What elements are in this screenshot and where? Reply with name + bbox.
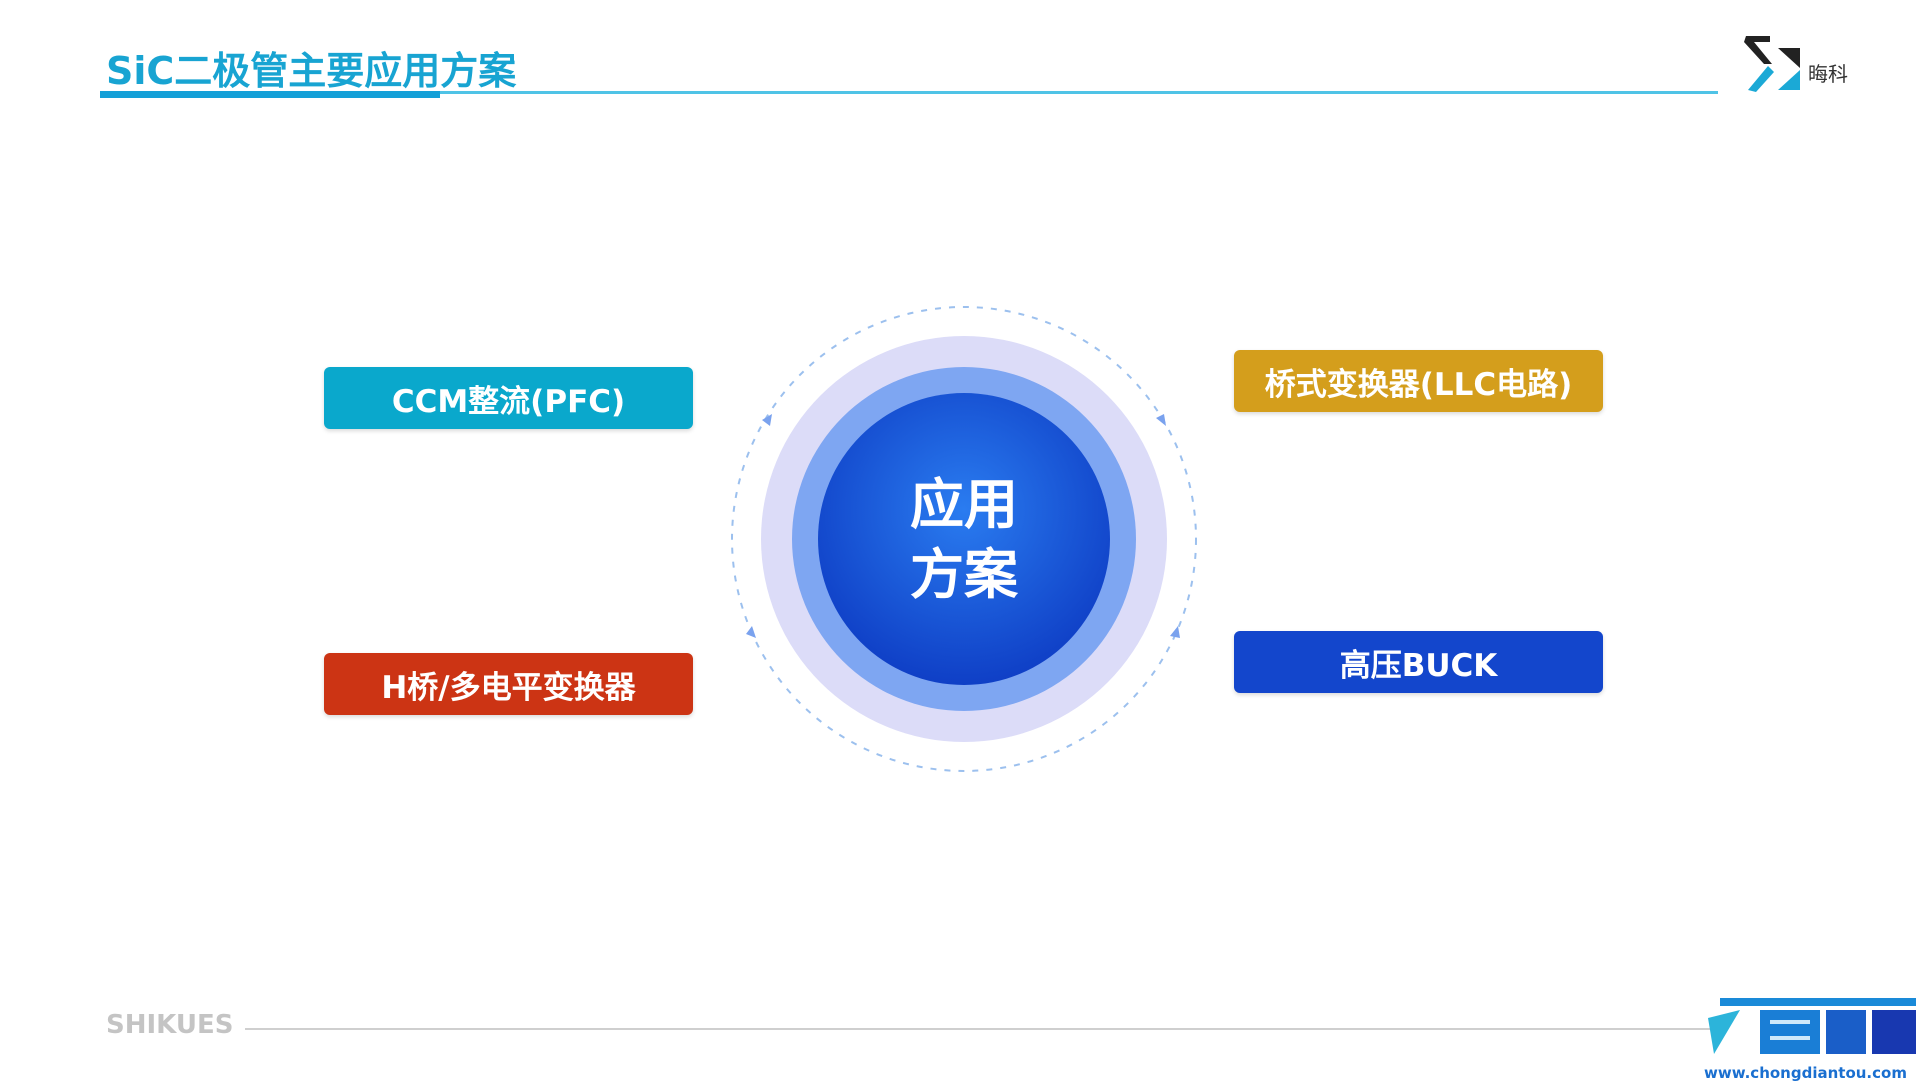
app-ccm-pfc[interactable]: CCM整流(PFC) <box>324 367 693 429</box>
arrow-icon <box>762 414 772 426</box>
watermark-logo: www.chongdiantou.com <box>1700 992 1920 1082</box>
inner-circle <box>818 393 1110 685</box>
company-logo-icon <box>1744 36 1800 92</box>
app-llc-bridge[interactable]: 桥式变换器(LLC电路) <box>1234 350 1603 412</box>
page-title: SiC二极管主要应用方案 <box>106 49 517 93</box>
app-high-voltage-buck[interactable]: 高压BUCK <box>1234 631 1603 693</box>
watermark-url: www.chongdiantou.com <box>1704 1064 1907 1082</box>
watermark-glyph-icon <box>1708 998 1916 1054</box>
logo-text: 晦科 <box>1808 62 1848 86</box>
footer-divider <box>245 1028 1715 1030</box>
arrow-icon <box>1156 414 1166 426</box>
arrow-icon <box>746 626 756 638</box>
title-accent-bar <box>100 91 440 98</box>
app-h-bridge-multilevel[interactable]: H桥/多电平变换器 <box>324 653 693 715</box>
footer-brand: SHIKUES <box>106 1010 234 1040</box>
dashed-orbit <box>731 306 1197 772</box>
center-line-1: 应用 <box>910 473 1018 536</box>
center-line-2: 方案 <box>910 543 1018 606</box>
arrow-icon <box>1170 626 1180 638</box>
title-divider <box>100 91 1718 94</box>
center-label: 应用 方案 <box>864 470 1064 610</box>
